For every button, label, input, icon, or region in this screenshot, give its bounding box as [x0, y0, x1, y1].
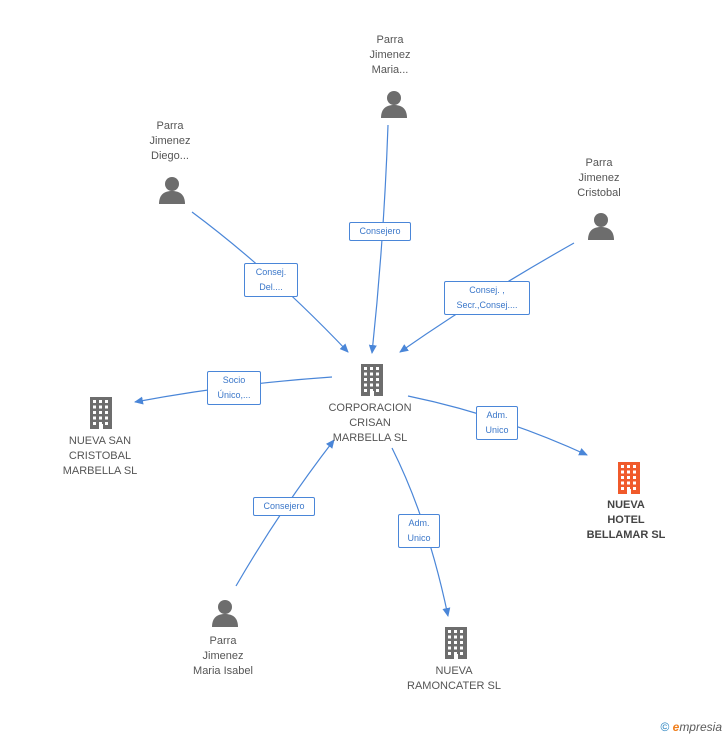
- person-icon: [157, 175, 187, 205]
- edge-label-line: Secr.,Consej....: [456, 300, 518, 310]
- label-line: Jimenez: [578, 172, 620, 184]
- edge-label-adm-unico-bellamar: Adm. Unico: [476, 406, 518, 440]
- edge-label-consej-secr: Consej. , Secr.,Consej....: [444, 281, 530, 315]
- building-icon: [441, 625, 471, 659]
- edge-label-socio-unico: Socio Único,...: [207, 371, 261, 405]
- edge-label-line: Socio: [222, 375, 246, 385]
- label-line: CORPORACION: [328, 402, 412, 414]
- person-icon: [210, 598, 240, 628]
- copyright-symbol: ©: [660, 720, 670, 734]
- label-line: Jimenez: [369, 49, 411, 61]
- person-label-diego[interactable]: Parra Jimenez Diego...: [120, 119, 220, 164]
- person-icon: [586, 211, 616, 241]
- label-line: Parra: [209, 635, 237, 647]
- company-label-corporacion-crisan[interactable]: CORPORACION CRISAN MARBELLA SL: [300, 401, 440, 446]
- label-line: BELLAMAR SL: [586, 529, 666, 541]
- person-label-maria-top[interactable]: Parra Jimenez Maria...: [340, 33, 440, 78]
- label-line: NUEVA: [607, 499, 645, 511]
- footer-brand[interactable]: © empresia: [660, 720, 722, 734]
- building-icon: [614, 460, 644, 494]
- edge-label-line: Adm.: [486, 410, 508, 420]
- label-line: Maria Isabel: [193, 665, 253, 677]
- label-line: NUEVA SAN: [68, 435, 132, 447]
- label-line: Parra: [156, 120, 184, 132]
- edge-label-line: Consejero: [263, 501, 305, 511]
- company-label-nueva-san[interactable]: NUEVA SAN CRISTOBAL MARBELLA SL: [40, 434, 160, 479]
- label-line: Jimenez: [149, 135, 191, 147]
- edge-label-adm-unico-ramoncater: Adm. Unico: [398, 514, 440, 548]
- label-line: CRISAN: [349, 417, 391, 429]
- label-line: NUEVA: [435, 665, 473, 677]
- label-line: Cristobal: [577, 187, 621, 199]
- edge-label-line: Consejero: [359, 226, 401, 236]
- person-label-maria-isabel[interactable]: Parra Jimenez Maria Isabel: [173, 634, 273, 679]
- edge-label-consejero-bottom: Consejero: [253, 497, 315, 516]
- company-label-bellamar[interactable]: NUEVA HOTEL BELLAMAR SL: [566, 498, 686, 543]
- label-line: Jimenez: [202, 650, 244, 662]
- edge-label-consej-del: Consej. Del....: [244, 263, 298, 297]
- label-line: HOTEL: [607, 514, 645, 526]
- label-line: RAMONCATER SL: [407, 680, 501, 692]
- label-line: CRISTOBAL: [68, 450, 132, 462]
- person-icon: [379, 89, 409, 119]
- company-label-ramoncater[interactable]: NUEVA RAMONCATER SL: [394, 664, 514, 694]
- label-line: Maria...: [371, 64, 409, 76]
- empresia-logo-text: mpresia: [679, 720, 722, 734]
- edge-label-line: Adm.: [408, 518, 430, 528]
- edge-label-line: Único,...: [217, 390, 251, 400]
- edge-label-line: Consej.: [255, 267, 287, 277]
- building-icon: [356, 362, 388, 396]
- label-line: MARBELLA SL: [62, 465, 138, 477]
- empresia-logo-e: e: [672, 720, 680, 734]
- label-line: MARBELLA SL: [332, 432, 408, 444]
- edge-label-line: Unico: [407, 533, 431, 543]
- edge-label-consejero-top: Consejero: [349, 222, 411, 241]
- edge-label-line: Del....: [259, 282, 283, 292]
- building-icon: [86, 395, 116, 429]
- person-label-cristobal[interactable]: Parra Jimenez Cristobal: [549, 156, 649, 201]
- label-line: Parra: [376, 34, 404, 46]
- label-line: Diego...: [151, 150, 189, 162]
- edge-label-line: Consej. ,: [469, 285, 505, 295]
- label-line: Parra: [585, 157, 613, 169]
- edge-label-line: Unico: [485, 425, 509, 435]
